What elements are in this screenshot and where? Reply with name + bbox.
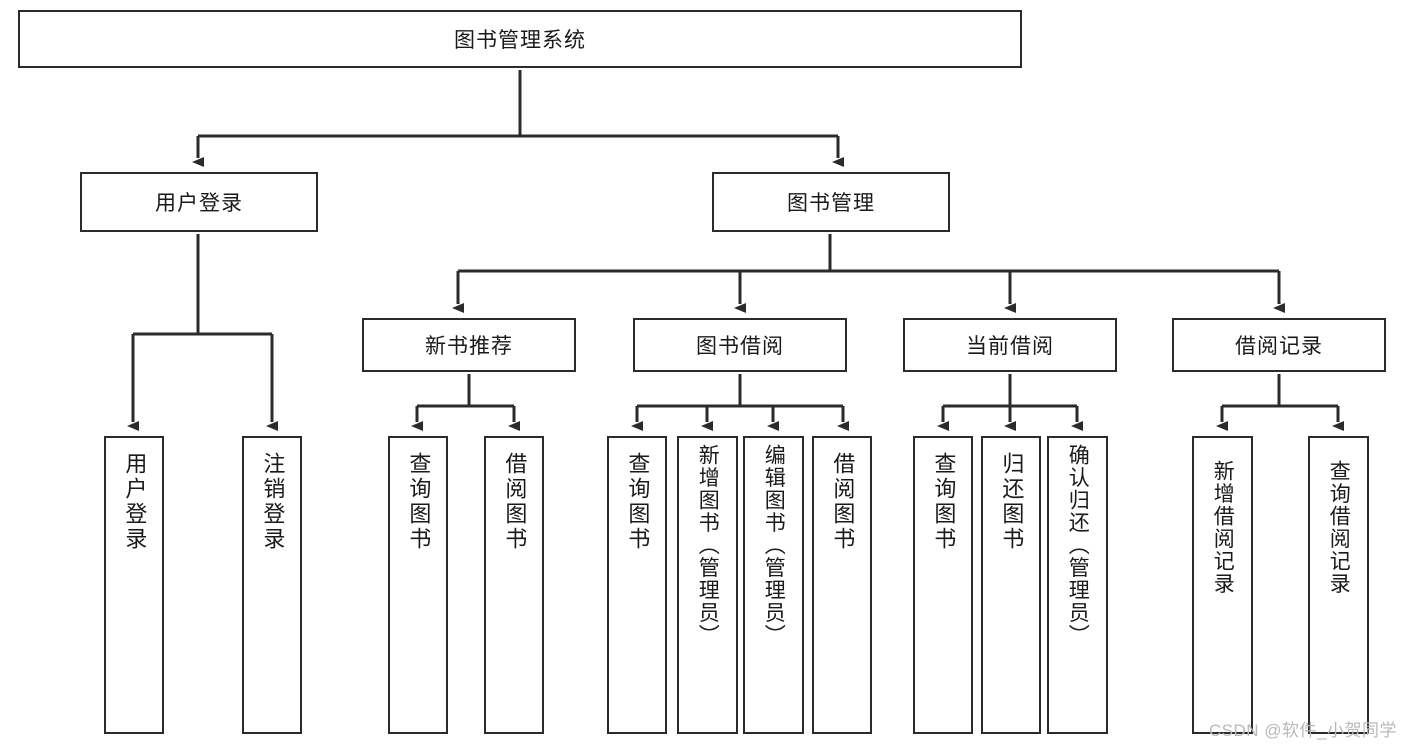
leaf-label: 确认归还（管理员） xyxy=(1066,444,1090,647)
leaf-label: 用户登录 xyxy=(122,452,148,552)
node-new-book-recommend[interactable]: 新书推荐 xyxy=(362,318,576,372)
leaf-current-query-book[interactable]: 查询图书 xyxy=(913,436,973,734)
leaf-recommend-borrow-book[interactable]: 借阅图书 xyxy=(484,436,544,734)
leaf-label: 注销登录 xyxy=(260,452,286,552)
node-new-book-recommend-label: 新书推荐 xyxy=(425,335,513,358)
leaf-label: 新增图书（管理员） xyxy=(696,444,720,647)
csdn-watermark: CSDN @软件_小贺同学 xyxy=(1208,721,1397,740)
leaf-recommend-query-book[interactable]: 查询图书 xyxy=(388,436,448,734)
leaf-label: 编辑图书（管理员） xyxy=(762,444,786,647)
leaf-borrow-edit-book-admin[interactable]: 编辑图书（管理员） xyxy=(743,436,804,734)
leaf-label: 查询图书 xyxy=(625,452,651,552)
node-book-borrow-label: 图书借阅 xyxy=(696,335,784,358)
node-current-borrow-label: 当前借阅 xyxy=(966,335,1054,358)
node-user-login-label: 用户登录 xyxy=(155,192,243,215)
leaf-label: 新增借阅记录 xyxy=(1211,460,1235,595)
leaf-label: 归还图书 xyxy=(999,452,1025,552)
leaf-user-login-logout[interactable]: 注销登录 xyxy=(242,436,302,734)
node-current-borrow[interactable]: 当前借阅 xyxy=(903,318,1117,372)
node-book-borrow[interactable]: 图书借阅 xyxy=(633,318,847,372)
node-root[interactable]: 图书管理系统 xyxy=(18,10,1022,68)
leaf-borrow-add-book-admin[interactable]: 新增图书（管理员） xyxy=(677,436,738,734)
node-borrow-record-label: 借阅记录 xyxy=(1235,335,1323,358)
leaf-label: 借阅图书 xyxy=(830,452,856,552)
node-root-label: 图书管理系统 xyxy=(454,29,586,52)
leaf-borrow-borrow-book[interactable]: 借阅图书 xyxy=(812,436,872,734)
leaf-current-confirm-return-admin[interactable]: 确认归还（管理员） xyxy=(1047,436,1108,734)
leaf-label: 查询图书 xyxy=(406,452,432,552)
node-user-login[interactable]: 用户登录 xyxy=(80,172,318,232)
leaf-label: 借阅图书 xyxy=(502,452,528,552)
leaf-record-add-record[interactable]: 新增借阅记录 xyxy=(1192,436,1253,734)
leaf-user-login-login[interactable]: 用户登录 xyxy=(104,436,164,734)
leaf-record-query-record[interactable]: 查询借阅记录 xyxy=(1308,436,1369,734)
leaf-label: 查询借阅记录 xyxy=(1327,460,1351,595)
leaf-current-return-book[interactable]: 归还图书 xyxy=(981,436,1041,734)
leaf-borrow-query-book[interactable]: 查询图书 xyxy=(607,436,667,734)
leaf-label: 查询图书 xyxy=(931,452,957,552)
node-book-management[interactable]: 图书管理 xyxy=(712,172,950,232)
node-borrow-record[interactable]: 借阅记录 xyxy=(1172,318,1386,372)
node-book-management-label: 图书管理 xyxy=(787,192,875,215)
